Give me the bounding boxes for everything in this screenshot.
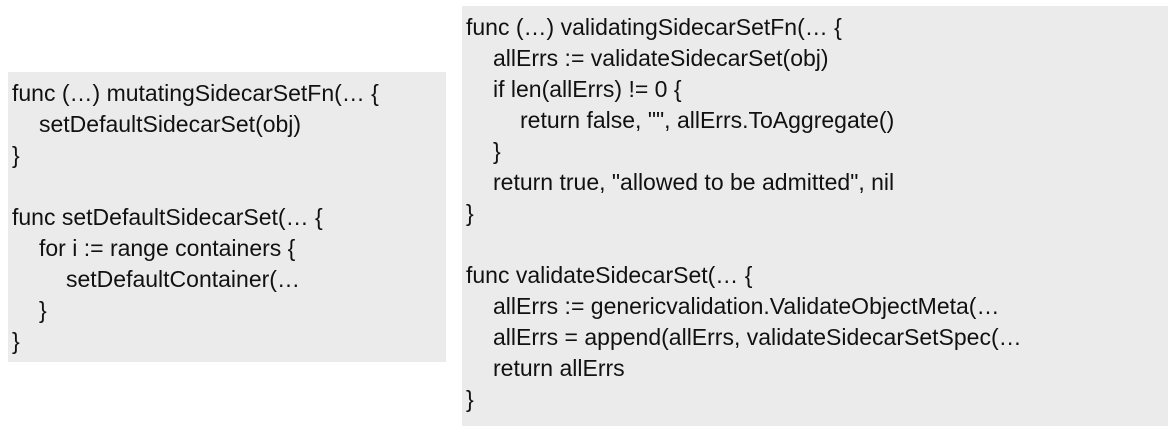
code-line: func validateSidecarSet(… { — [466, 262, 753, 288]
code-line: allErrs := validateSidecarSet(obj) — [493, 45, 829, 71]
code-line: } — [39, 297, 47, 323]
code-line: func setDefaultSidecarSet(… { — [12, 204, 323, 230]
code-line: } — [466, 386, 474, 412]
code-line: } — [493, 138, 501, 164]
code-line: return false, "", allErrs.ToAggregate() — [520, 107, 895, 133]
code-line: } — [466, 200, 474, 226]
validating-code-block: func (…) validatingSidecarSetFn(… { allE… — [462, 6, 1168, 426]
code-line: if len(allErrs) != 0 { — [493, 76, 682, 102]
code-line: return allErrs — [493, 355, 625, 381]
code-line: allErrs := genericvalidation.ValidateObj… — [493, 293, 1000, 319]
code-line: return true, "allowed to be admitted", n… — [493, 169, 895, 195]
code-line: setDefaultContainer(… — [66, 266, 300, 292]
code-line: allErrs = append(allErrs, validateSideca… — [493, 324, 1022, 350]
code-line: for i := range containers { — [39, 235, 296, 261]
mutating-code-block: func (…) mutatingSidecarSetFn(… { setDef… — [8, 72, 446, 362]
code-line: func (…) mutatingSidecarSetFn(… { — [12, 80, 379, 106]
code-line: } — [12, 142, 20, 168]
code-line: func (…) validatingSidecarSetFn(… { — [466, 14, 842, 40]
code-line: setDefaultSidecarSet(obj) — [39, 111, 302, 137]
code-line: } — [12, 328, 20, 354]
